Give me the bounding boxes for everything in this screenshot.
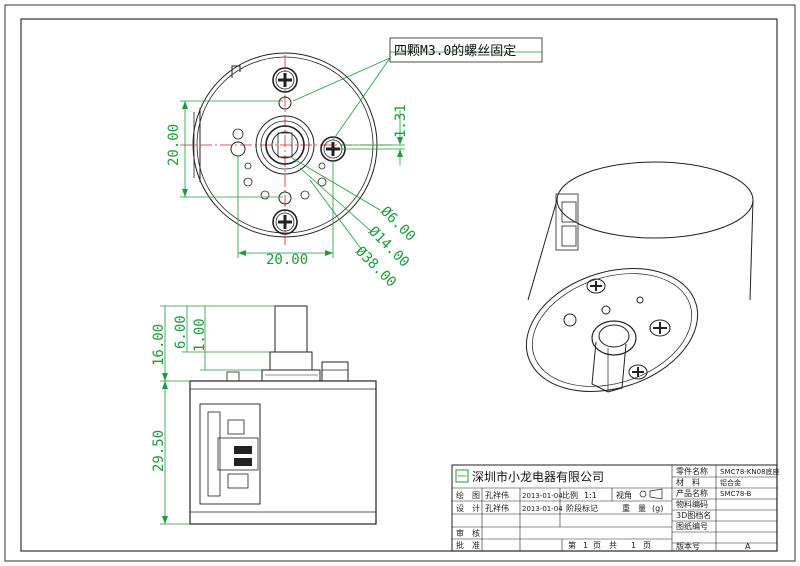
front-view: 16.00 6.00 1.00 29.50 (151, 305, 377, 525)
drawing-3d-label: 3D图档名 (676, 510, 711, 520)
product-name-label: 产品名称 (676, 488, 708, 498)
company-name: 深圳市小龙电器有限公司 (472, 469, 604, 484)
isometric-view (525, 161, 754, 393)
dim-top-height: 20.00 (166, 124, 182, 166)
screw-top (272, 67, 298, 93)
sheet-border (4, 4, 796, 562)
draw-name: 孔祥伟 (485, 490, 509, 500)
shaft-flat (277, 132, 293, 158)
sheet-post: 页 (643, 541, 651, 550)
hole (278, 191, 292, 205)
version-label: 版本号 (676, 541, 700, 551)
dim-top-width: 20.00 (266, 252, 308, 268)
material-label: 材 料 (676, 477, 700, 487)
company-mark-box (455, 469, 469, 483)
stage-label: 阶段标记 (566, 503, 598, 513)
title-block: 一 深圳市小龙电器有限公司 零件名称 SMC78-KN08底座 材 料 铝合金 … (451, 464, 780, 552)
dim-offset: 1.31 (393, 104, 409, 138)
shaft-hub-outer (255, 115, 315, 175)
dim-h29: 29.50 (151, 430, 167, 472)
version-value: A (745, 542, 751, 551)
hole (278, 96, 292, 110)
top-view: 四颗M3.0的螺丝固定 20.00 20.00 1.31 Ø6.00 Ø14.0… (166, 37, 543, 291)
design-label: 设 计 (456, 503, 480, 513)
iso-screw (649, 319, 671, 337)
approve-label: 批 准 (456, 540, 480, 550)
iso-screw (586, 278, 606, 294)
iso-top-ellipse (556, 161, 754, 239)
weight-unit: (g) (652, 504, 663, 513)
hole (232, 128, 244, 140)
dim-h1: 1.00 (192, 318, 208, 352)
sheet-inner-border (20, 18, 778, 552)
material-code-label: 物料编码 (676, 499, 708, 509)
drawing-no-label: 图纸编号 (676, 521, 708, 531)
sheet-total: 1 (631, 541, 636, 550)
iso-bottom-face (525, 267, 699, 393)
company-mark: 一 (457, 472, 467, 483)
part-name-label: 零件名称 (676, 466, 708, 476)
draw-date: 2013-01-04 (522, 492, 563, 500)
shaft-circle (271, 131, 299, 159)
design-name: 孔祥伟 (485, 503, 509, 513)
design-date: 2013-01-04 (522, 505, 563, 513)
sheet-mid: 页 共 (593, 541, 617, 550)
part-name-value: SMC78-KN08底座 (720, 467, 780, 476)
callout-box (389, 37, 543, 63)
front-shaft (274, 305, 308, 353)
material-value: 铝合金 (720, 478, 741, 487)
draw-label: 绘 图 (456, 490, 480, 500)
screw-bottom (272, 209, 298, 235)
review-label: 审 核 (456, 528, 480, 538)
weight-label: 重 量 (622, 503, 646, 513)
callout-text: 四颗M3.0的螺丝固定 (394, 43, 516, 59)
hole (230, 141, 246, 157)
view-label: 视角 (616, 490, 632, 500)
scale-label: 比例 (562, 490, 578, 500)
product-name-value: SMC78-B (720, 490, 752, 498)
dim-h6: 6.00 (173, 315, 189, 349)
projection-symbol-icon (639, 488, 663, 500)
sheet-pre: 第 (568, 540, 576, 550)
sheet-no: 1 (583, 541, 588, 550)
front-screw (321, 361, 349, 382)
dim-h16: 16.00 (151, 324, 167, 366)
scale-value: 1:1 (584, 491, 597, 500)
iso-screw (628, 364, 648, 380)
